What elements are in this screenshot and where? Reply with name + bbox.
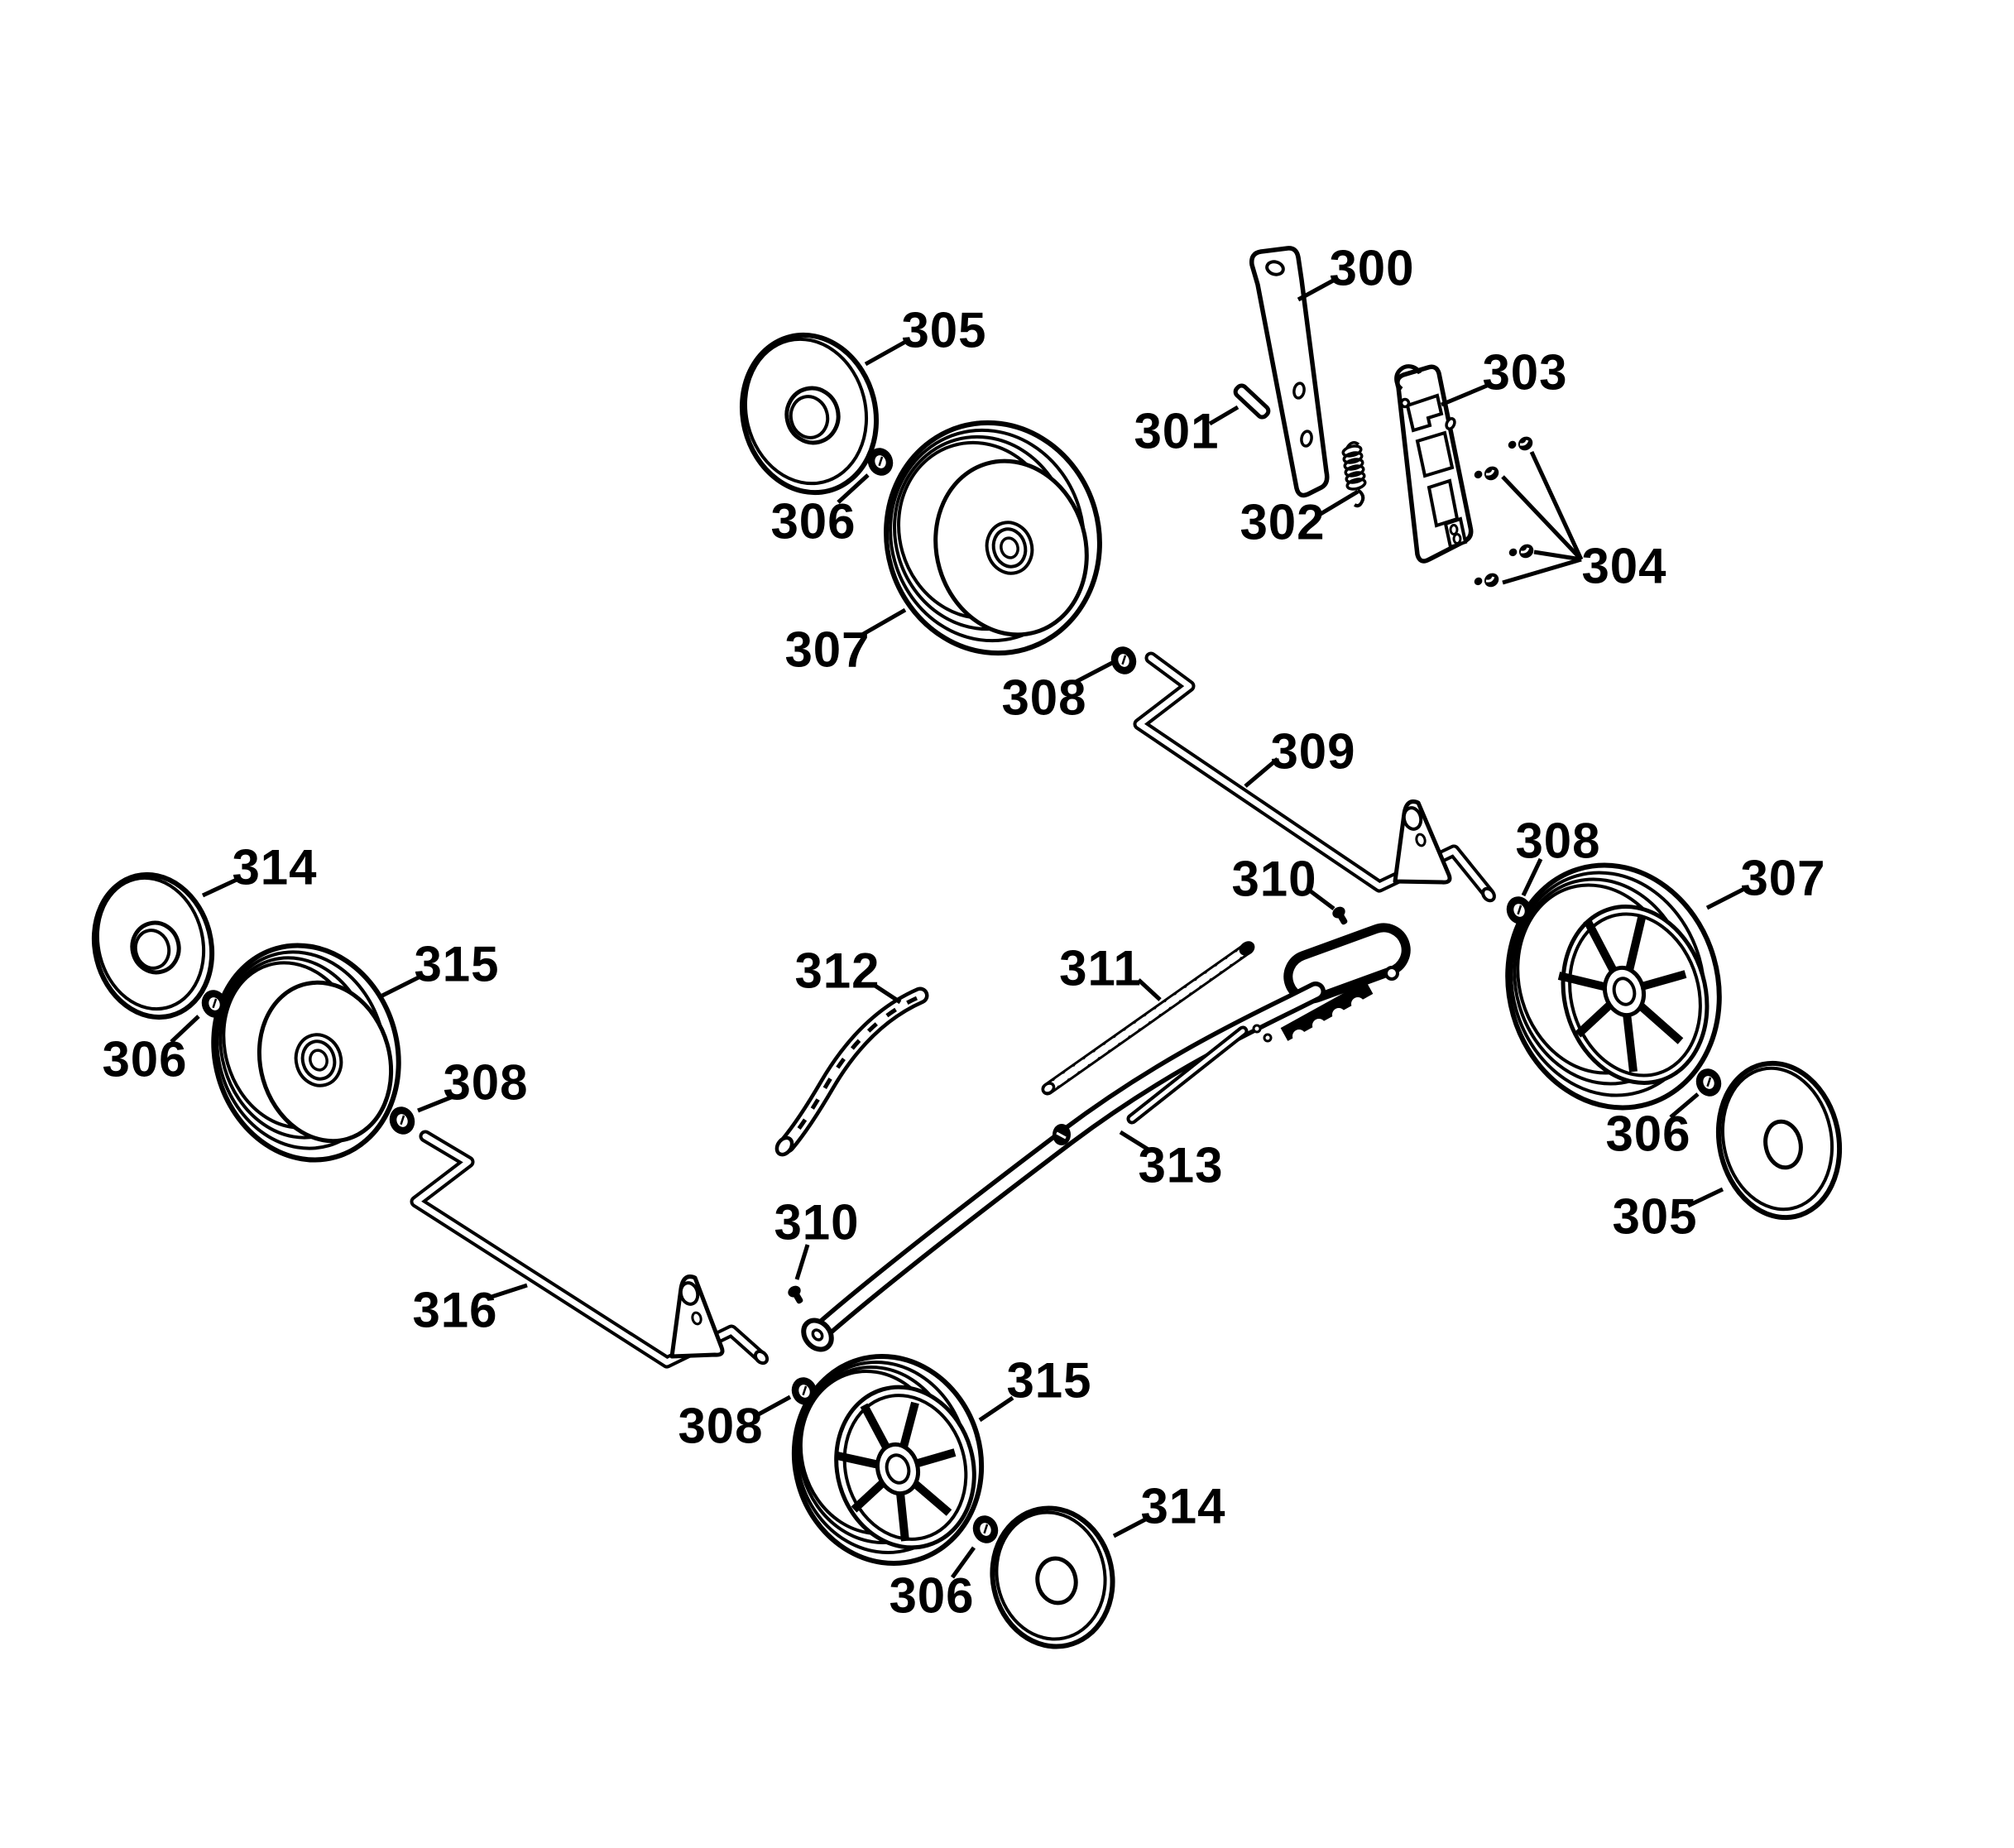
wheel-307-right [1505, 862, 1722, 1111]
lever-loop-hole [1384, 966, 1399, 981]
wheel-315-left [211, 943, 401, 1163]
part-label-314: 314 [232, 840, 317, 895]
leader-line-308 [417, 1093, 456, 1113]
leader-line-310 [1309, 890, 1335, 910]
leader-line-316 [491, 1283, 528, 1299]
part-label-305: 305 [1612, 1189, 1697, 1245]
leader-line-308 [754, 1394, 792, 1418]
leader-line-314 [1112, 1515, 1150, 1538]
leader-line-309 [1244, 757, 1279, 788]
part-label-300: 300 [1329, 241, 1414, 296]
hub-cap-305-top [739, 332, 880, 496]
screw-310-bottom [788, 1285, 803, 1304]
lock-nuts [201, 448, 1722, 1543]
leader-line-306 [950, 1546, 976, 1579]
leader-line-305 [1686, 1187, 1724, 1208]
leader-line-307 [1705, 886, 1748, 910]
part-label-307: 307 [784, 622, 870, 678]
leader-line-312 [872, 982, 902, 1005]
part-label-306: 306 [770, 494, 856, 550]
nut-306-bottom [972, 1515, 999, 1543]
wheel-307-top [884, 420, 1102, 656]
lever-handle-loop [1283, 923, 1411, 1004]
leader-line-307 [859, 607, 907, 638]
part-label-315: 315 [414, 937, 499, 992]
part-label-310: 310 [1231, 852, 1316, 907]
nut-306-right [1695, 1068, 1722, 1097]
leader-line-304 [1501, 475, 1583, 561]
nut-306-top [867, 448, 894, 476]
leader-line-308 [1521, 857, 1543, 897]
part-label-316: 316 [412, 1283, 497, 1338]
part-label-313: 313 [1138, 1138, 1223, 1193]
hub-cap-305-right [1715, 1060, 1843, 1221]
nut-306-left [201, 990, 228, 1018]
part-label-303: 303 [1482, 345, 1567, 401]
nut-308-right [1506, 896, 1532, 924]
part-label-314: 314 [1140, 1479, 1225, 1534]
leader-line-311 [1137, 978, 1162, 1001]
part-label-308: 308 [1515, 814, 1600, 869]
part-label-308: 308 [443, 1055, 528, 1111]
leader-line-315 [381, 974, 422, 998]
leader-line-313 [1119, 1130, 1153, 1154]
part-label-307: 307 [1740, 851, 1825, 906]
callout-labels: 300 301 302 303 304 305 306 307 308 309 310 308 307 3… [102, 241, 1825, 1624]
leader-line-304 [1529, 450, 1584, 561]
leader-line-301 [1208, 405, 1240, 426]
axle-rod-316 [410, 1130, 770, 1369]
part-label-311: 311 [1059, 941, 1142, 996]
leader-line-304 [1533, 550, 1582, 562]
axle-rod-309 [1133, 651, 1496, 903]
clevis-pin-301 [1233, 383, 1271, 420]
leader-line-306 [170, 1015, 200, 1044]
part-label-302: 302 [1240, 495, 1325, 550]
leader-line-303 [1441, 383, 1488, 407]
curved-rack-312 [774, 986, 929, 1157]
part-label-306: 306 [102, 1032, 187, 1087]
height-lever-313 [801, 923, 1411, 1352]
leader-line-306 [837, 473, 870, 504]
part-label-310: 310 [774, 1195, 859, 1250]
part-label-308: 308 [1001, 670, 1086, 726]
threaded-rod-311 [1041, 941, 1255, 1096]
nut-308-topmid [1110, 646, 1137, 674]
part-label-309: 309 [1270, 724, 1355, 780]
leader-line-304 [1502, 557, 1582, 585]
part-label-306: 306 [1605, 1106, 1690, 1162]
wheel-315-bottom [791, 1354, 985, 1566]
hub-cap-314-left [91, 871, 215, 1020]
mounting-plate-303 [1394, 364, 1474, 564]
leader-line-300 [1297, 277, 1336, 302]
part-label-312: 312 [794, 943, 880, 999]
height-adjust-strap-300 [1249, 246, 1330, 498]
nut-308-left [389, 1106, 415, 1135]
part-label-301: 301 [1134, 404, 1219, 459]
leader-line-302 [1319, 489, 1359, 516]
nut-308-bottom [791, 1377, 818, 1405]
part-label-305: 305 [901, 303, 986, 358]
leader-line-314 [201, 876, 240, 898]
part-label-308: 308 [678, 1399, 763, 1454]
leader-line-310 [794, 1244, 810, 1280]
hub-cap-314-bottom [990, 1505, 1115, 1649]
part-label-315: 315 [1006, 1353, 1091, 1409]
leader-line-315 [978, 1395, 1014, 1423]
part-label-304: 304 [1581, 539, 1666, 594]
spring-302 [1341, 441, 1367, 508]
part-label-306: 306 [889, 1568, 974, 1624]
leader-line-306 [1669, 1092, 1700, 1119]
screws-304 [1474, 436, 1534, 588]
screw-310-top [1332, 906, 1348, 925]
leader-line-305 [864, 338, 909, 367]
leader-line-308 [1074, 660, 1114, 684]
